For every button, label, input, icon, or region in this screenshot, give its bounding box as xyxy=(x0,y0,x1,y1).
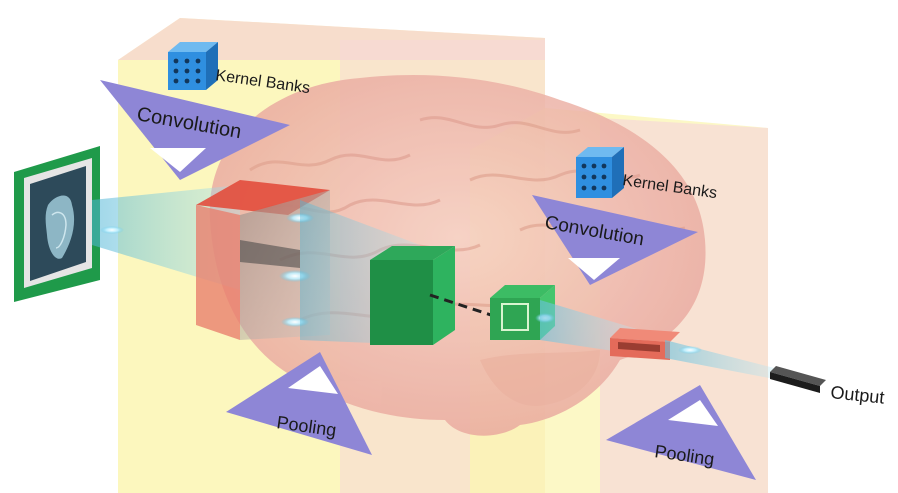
feature-map-volume-3 xyxy=(610,328,680,360)
convolution-triangle-1 xyxy=(100,80,290,180)
pooled-feature-map-1 xyxy=(370,246,455,345)
convolution-triangle-2 xyxy=(532,195,698,285)
pooling-triangle-2 xyxy=(606,385,756,480)
medical-scan-image-icon xyxy=(45,195,75,259)
input-image xyxy=(14,146,100,302)
kernel-cube-icon xyxy=(576,147,624,198)
dashed-connector xyxy=(429,293,501,320)
output-vector xyxy=(770,366,826,393)
kernel-cube-icon xyxy=(168,42,218,90)
output-label: Output xyxy=(830,382,886,408)
pooling-triangle-1 xyxy=(226,352,372,455)
